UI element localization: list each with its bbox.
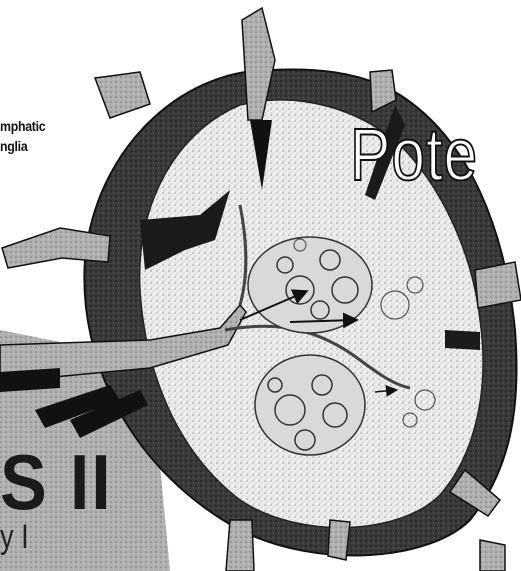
follicle-cluster-upper [248,237,372,333]
afferent-vessel-bottom-1 [226,520,254,571]
efferent-vessel-dark-1 [0,368,60,392]
afferent-vessel-bottom-2 [480,540,505,571]
small-text-fragment: y I [0,520,29,554]
trabecula-right [445,330,480,350]
label-line-2: nglia [0,138,27,154]
follicle-cluster-lower [255,355,365,455]
afferent-vessel-bottom-3 [328,520,350,560]
label-line-1: mphatic [0,118,45,134]
afferent-vessel-right [475,262,521,308]
large-text-fragment: S II [0,443,113,521]
afferent-vessel-upper-left [95,72,150,118]
outlined-title-fragment: Pote [350,118,478,192]
